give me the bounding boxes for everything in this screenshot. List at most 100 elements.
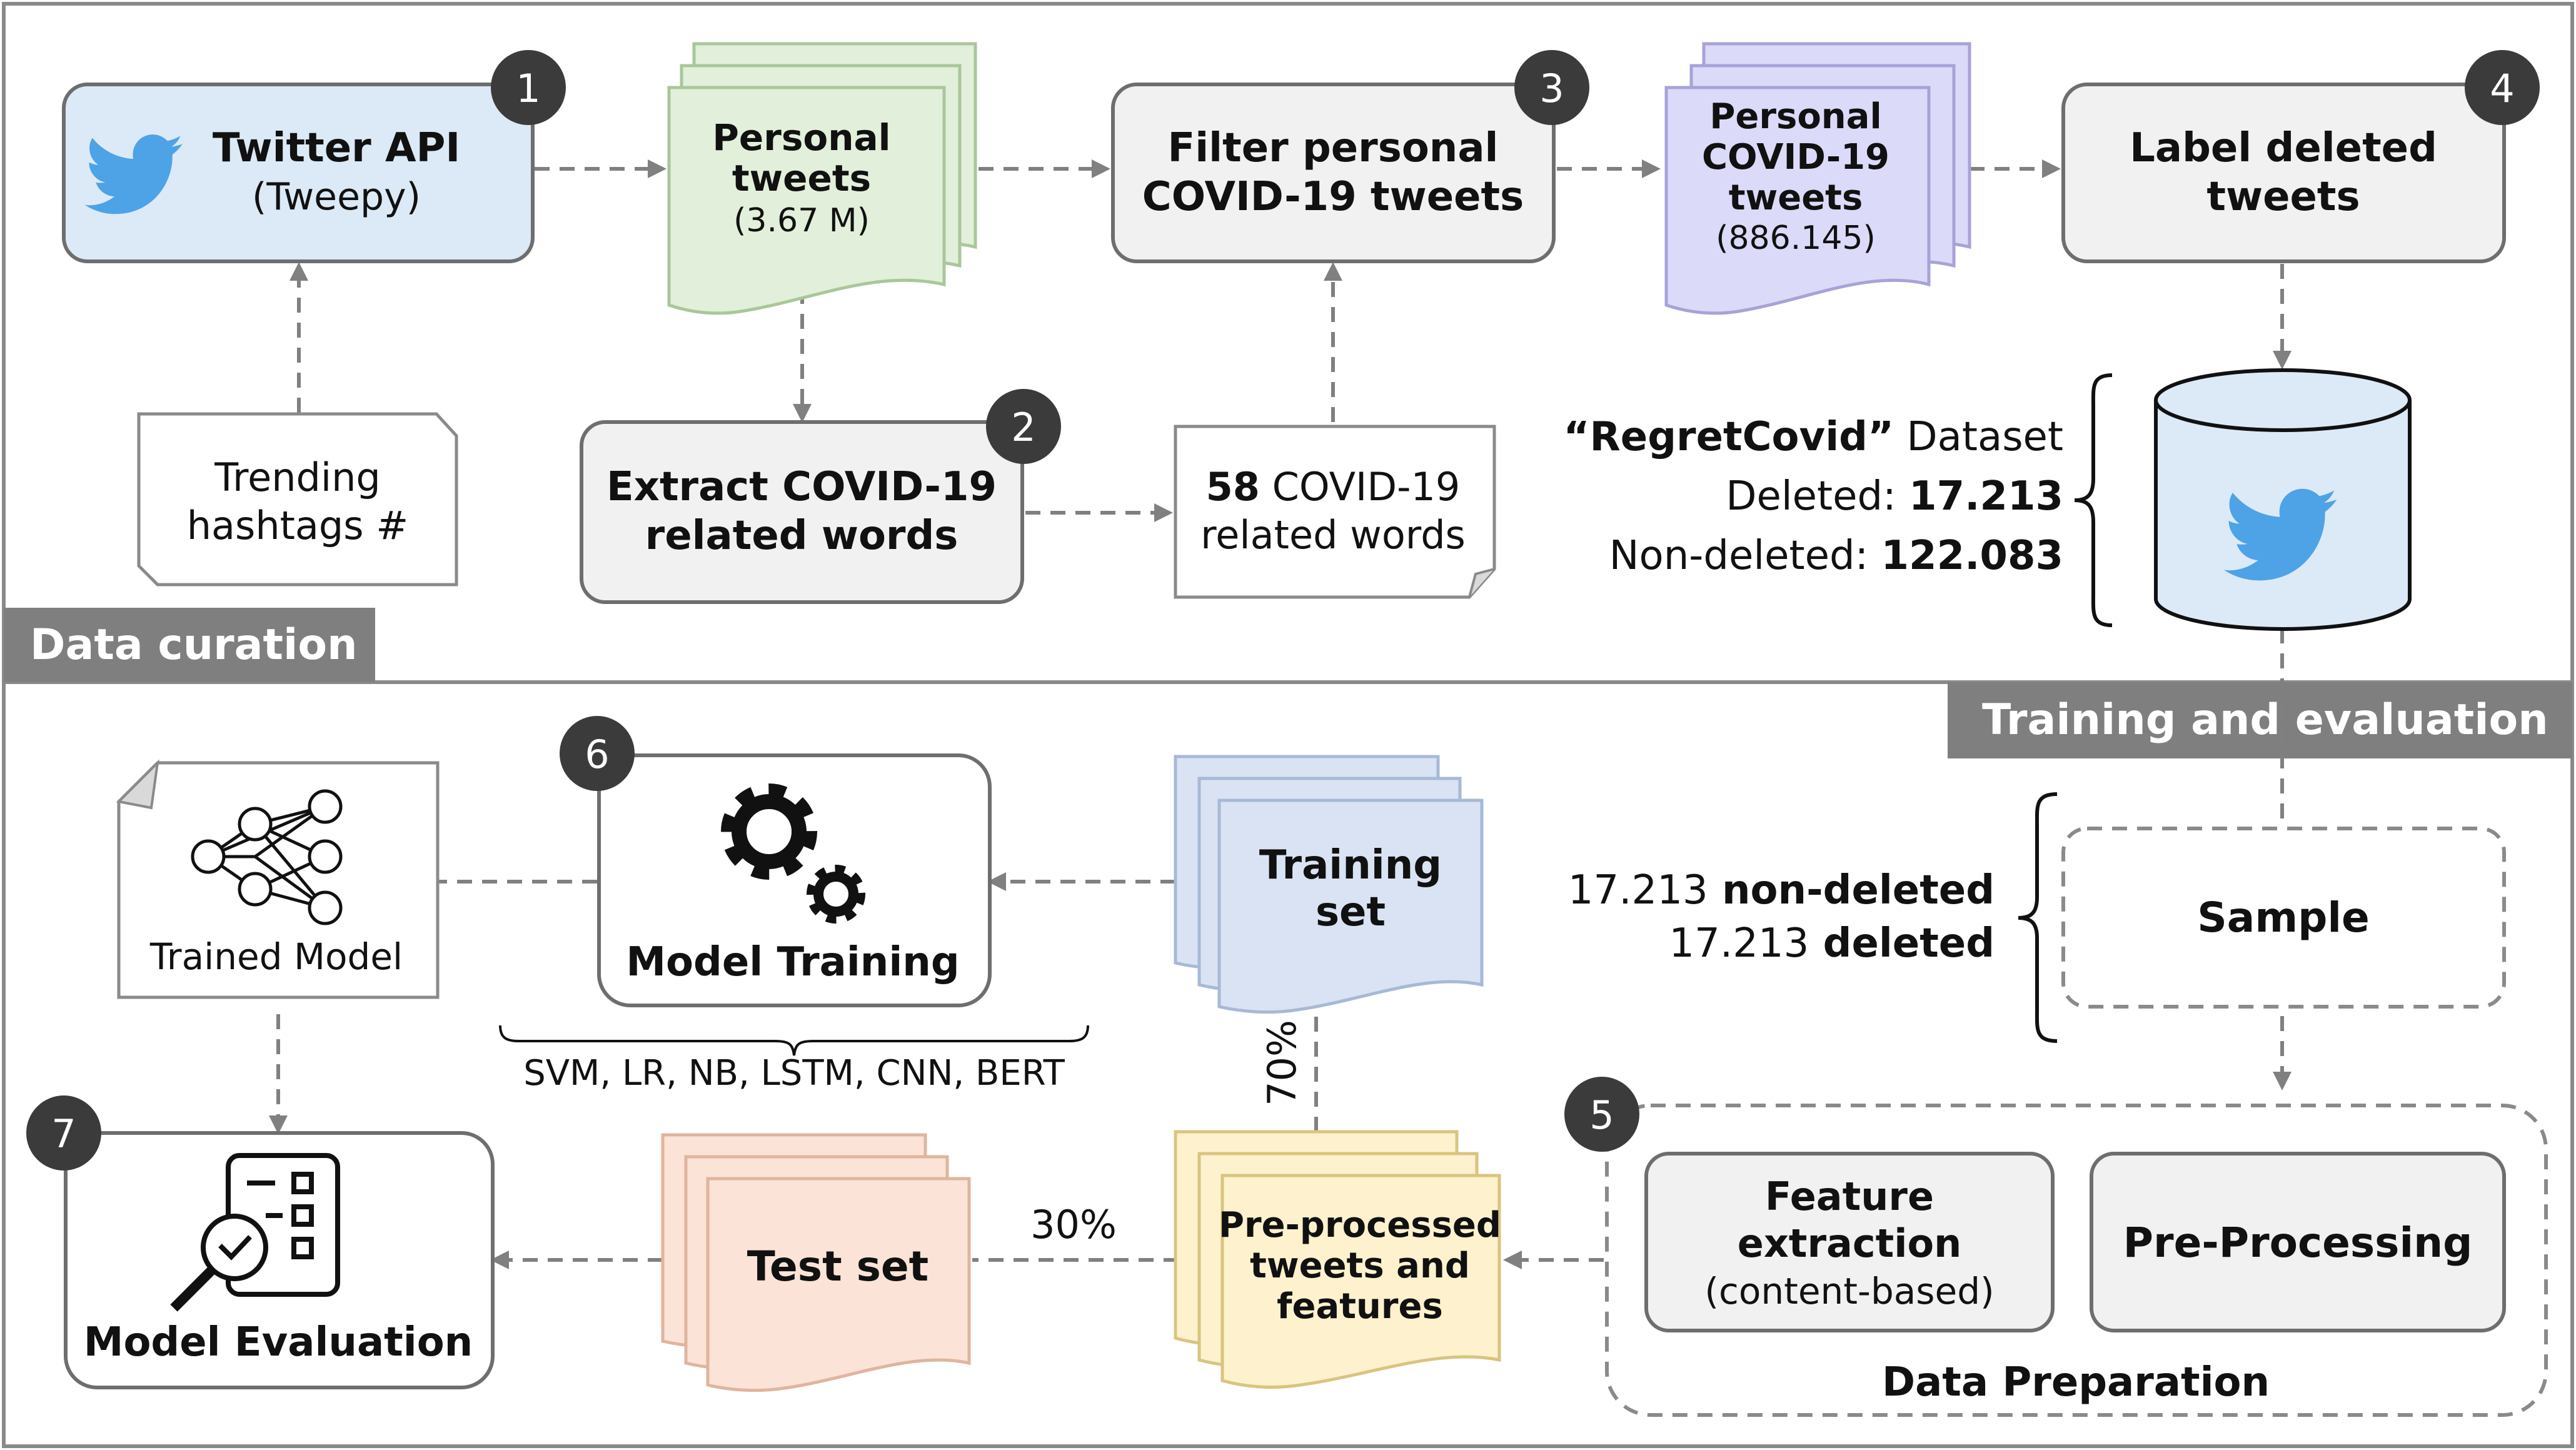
data-preparation-label: Data Preparation (1882, 1359, 2270, 1406)
covid-words-count: 58 (1206, 464, 1260, 510)
personal-covid-count: (886.145) (1716, 219, 1876, 257)
trained-model-label: Trained Model (149, 935, 403, 978)
preprocessed-node: Pre-processed tweets and features (1174, 1130, 1501, 1389)
personal-covid-line2: COVID-19 (1702, 137, 1889, 178)
training-set-line2: set (1316, 889, 1386, 935)
sample-node: Sample (2061, 827, 2506, 1009)
feature-extraction-box (1644, 1152, 2055, 1332)
training-evaluation-panel (2, 680, 2574, 1448)
model-training-label: Model Training (626, 939, 959, 985)
train-split-label: 70% (1259, 1020, 1305, 1106)
label-deleted-node: Label deleted tweets (2061, 83, 2506, 263)
sample-line1: 17.213 non-deleted (1568, 867, 1995, 914)
covid-words-node: 58 COVID-19 related words (1174, 425, 1496, 599)
personal-covid-tweets-node: Personal COVID-19 tweets (886.145) (1664, 42, 1971, 315)
svg-text:1: 1 (516, 66, 540, 111)
feature-extraction-line1: Feature (1765, 1174, 1934, 1219)
feature-extraction-line2: extraction (1738, 1221, 1961, 1266)
svg-text:2: 2 (1011, 405, 1035, 450)
dataset-twitter-bird-icon (2223, 488, 2337, 581)
step-badge-2: 2 (986, 389, 1061, 464)
trained-model-node: Trained Model (116, 759, 440, 999)
personal-tweets-line2: tweets (732, 157, 871, 199)
data-curation-banner: Data curation (4, 608, 375, 682)
model-evaluation-node: Model Evaluation (64, 1131, 495, 1389)
extract-words-line1: Extract COVID-19 (606, 464, 997, 510)
training-set-line1: Training (1259, 842, 1442, 889)
training-evaluation-label: Training and evaluation (1982, 695, 2548, 745)
feature-extraction-line3: (content-based) (1704, 1270, 1994, 1312)
dataset-nondeleted-value: 122.083 (1881, 533, 2064, 579)
twitter-api-node: Twitter API (Tweepy) (62, 83, 535, 263)
svg-text:6: 6 (585, 732, 609, 777)
pre-processing-label: Pre-Processing (2123, 1219, 2473, 1267)
dataset-name: “RegretCovid” (1563, 414, 1894, 460)
dataset-deleted-line: Deleted: 17.213 (1726, 473, 2063, 520)
twitter-bird-icon (84, 134, 183, 214)
dataset-brace (2074, 373, 2113, 627)
evaluation-checklist-icon (170, 1153, 340, 1312)
step-badges: 1 2 3 4 5 6 7 (26, 50, 2540, 1171)
filter-tweets-node: Filter personal COVID-19 tweets (1111, 83, 1556, 263)
personal-tweets-count: (3.67 M) (733, 202, 870, 239)
trending-line2: hashtags # (187, 503, 409, 548)
label-deleted-line1: Label deleted (2130, 125, 2437, 171)
svg-text:3: 3 (1539, 66, 1564, 111)
dataset-deleted-label: Deleted: (1726, 473, 1909, 520)
step-badge-1: 1 (491, 50, 566, 125)
extract-words-node: Extract COVID-19 related words (580, 420, 1024, 604)
step-badge-4: 4 (2465, 50, 2540, 125)
svg-text:4: 4 (2490, 66, 2514, 111)
sample-deleted-label: deleted (1809, 920, 1995, 967)
data-preparation-node: Feature extraction (content-based) Pre-P… (1605, 1104, 2548, 1417)
personal-tweets-node: Personal tweets (3.67 M) (667, 42, 977, 315)
sample-label: Sample (2197, 894, 2369, 942)
test-split-label: 30% (1030, 1202, 1117, 1247)
personal-covid-line3: tweets (1729, 178, 1863, 218)
gears-icon (721, 783, 865, 924)
label-deleted-line2: tweets (2206, 174, 2360, 220)
dataset-summary: “RegretCovid” Dataset Deleted: 17.213 No… (1563, 414, 2063, 579)
dataset-name-line: “RegretCovid” Dataset (1563, 414, 2063, 460)
sample-brace (2018, 792, 2058, 1043)
dataset-deleted-value: 17.213 (1909, 473, 2063, 520)
covid-words-line1-rest: COVID-19 (1260, 464, 1460, 510)
pre-processing-box (2090, 1152, 2506, 1332)
step-badge-3: 3 (1514, 50, 1589, 125)
filter-tweets-line1: Filter personal (1168, 125, 1499, 171)
covid-words-line1: 58 COVID-19 (1206, 464, 1461, 510)
sample-line2: 17.213 deleted (1669, 920, 1995, 967)
dataset-nondeleted-label: Non-deleted: (1609, 533, 1881, 579)
covid-words-line2: related words (1200, 512, 1466, 558)
extract-words-line2: related words (645, 513, 958, 559)
model-evaluation-label: Model Evaluation (84, 1319, 473, 1366)
training-evaluation-banner: Training and evaluation (1948, 682, 2572, 758)
step-badge-5: 5 (1564, 1077, 1639, 1152)
dataset-nondeleted-line: Non-deleted: 122.083 (1609, 533, 2063, 579)
trending-hashtags-node: Trending hashtags # (137, 412, 458, 587)
preprocessed-line1: Pre-processed (1219, 1205, 1501, 1246)
model-training-node: Model Training (597, 753, 992, 1007)
preprocessed-line2: tweets and (1250, 1246, 1470, 1286)
data-curation-label: Data curation (30, 620, 357, 670)
training-set-node: Training set (1174, 755, 1484, 1014)
sample-nondeleted-label: non-deleted (1708, 867, 1995, 914)
test-set-node: Test set (661, 1133, 971, 1392)
preprocessed-line3: features (1277, 1286, 1443, 1327)
dataset-database-icon (2154, 368, 2412, 631)
twitter-api-subtitle: (Tweepy) (252, 175, 421, 219)
model-training-brace (499, 1025, 1089, 1056)
svg-text:7: 7 (51, 1111, 76, 1157)
test-set-label: Test set (747, 1242, 928, 1291)
filter-tweets-line2: COVID-19 tweets (1142, 174, 1524, 220)
svg-text:5: 5 (1589, 1092, 1614, 1138)
dataset-name-rest: Dataset (1894, 414, 2063, 460)
personal-covid-line1: Personal (1709, 96, 1881, 137)
step-badge-7: 7 (26, 1095, 101, 1171)
connectors (269, 159, 2292, 1269)
model-training-models: SVM, LR, NB, LSTM, CNN, BERT (523, 1053, 1065, 1094)
sample-nondeleted-count: 17.213 (1568, 867, 1708, 914)
trending-line1: Trending (214, 455, 381, 500)
twitter-api-title: Twitter API (213, 125, 460, 171)
